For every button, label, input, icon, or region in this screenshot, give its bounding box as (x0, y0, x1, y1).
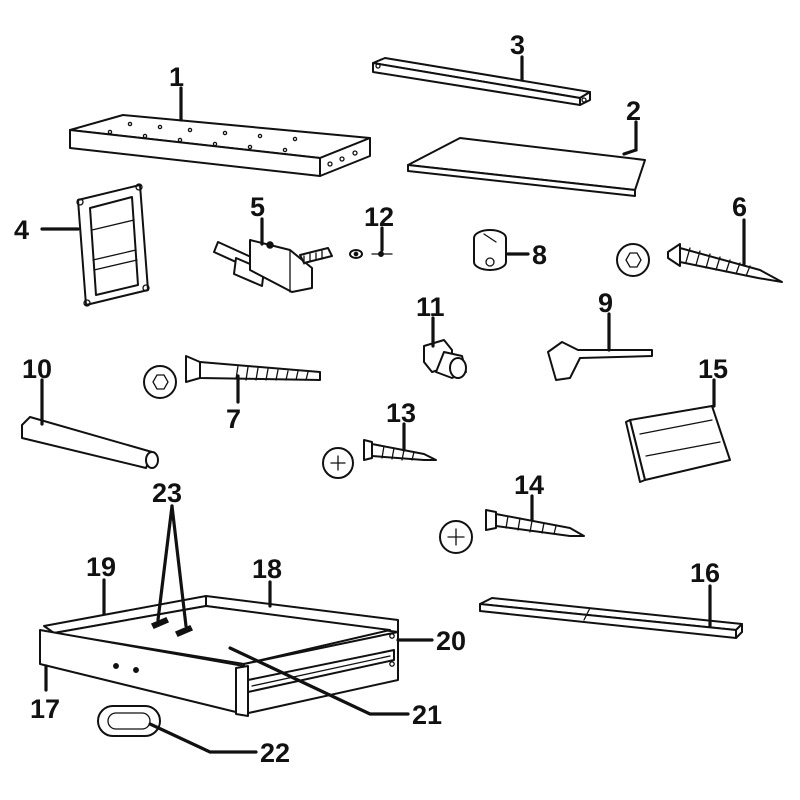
callout-6: 6 (732, 192, 747, 222)
part-9-hex-key (547, 341, 653, 381)
part-11-connector (423, 339, 467, 379)
part-4-frame (76, 183, 150, 307)
callout-9: 9 (598, 288, 613, 318)
leader-lines (40, 55, 746, 754)
callout-7: 7 (226, 404, 241, 434)
part-22-handle (97, 705, 161, 737)
part-2-panel (407, 137, 646, 197)
part-5-vise (213, 239, 333, 293)
callout-21: 21 (412, 700, 442, 730)
part-10-dowel (21, 416, 159, 469)
part-7-bolt (143, 355, 321, 399)
callout-1: 1 (169, 62, 184, 92)
callout-8: 8 (532, 240, 547, 270)
callout-17: 17 (30, 694, 60, 724)
part-8-barrel-nut (473, 229, 507, 271)
callout-20: 20 (436, 626, 466, 656)
part-15-plate (625, 405, 731, 483)
part-3-rail (372, 57, 591, 106)
callout-18: 18 (252, 554, 282, 584)
part-6-wood-screw (616, 243, 783, 283)
part-1-top-board (69, 114, 371, 177)
callout-2: 2 (626, 96, 641, 126)
callout-15: 15 (698, 354, 728, 384)
callout-14: 14 (514, 470, 544, 500)
callout-12: 12 (364, 202, 394, 232)
drawer-assembly (39, 595, 399, 717)
callout-19: 19 (86, 552, 116, 582)
callout-13: 13 (386, 398, 416, 428)
part-12-small-screw (349, 249, 393, 259)
callout-22: 22 (260, 738, 290, 768)
callout-4: 4 (14, 215, 29, 245)
callout-16: 16 (690, 558, 720, 588)
callout-3: 3 (510, 30, 525, 60)
callout-11: 11 (416, 292, 445, 322)
part-14-screw (439, 509, 585, 554)
part-16-slat (479, 597, 743, 639)
callout-10: 10 (22, 354, 52, 384)
callout-numbers: 1 2 3 4 5 6 7 8 9 10 11 12 13 14 15 16 1… (14, 30, 747, 768)
callout-23: 23 (152, 478, 182, 508)
callout-5: 5 (250, 192, 265, 222)
part-13-screw (322, 439, 437, 479)
